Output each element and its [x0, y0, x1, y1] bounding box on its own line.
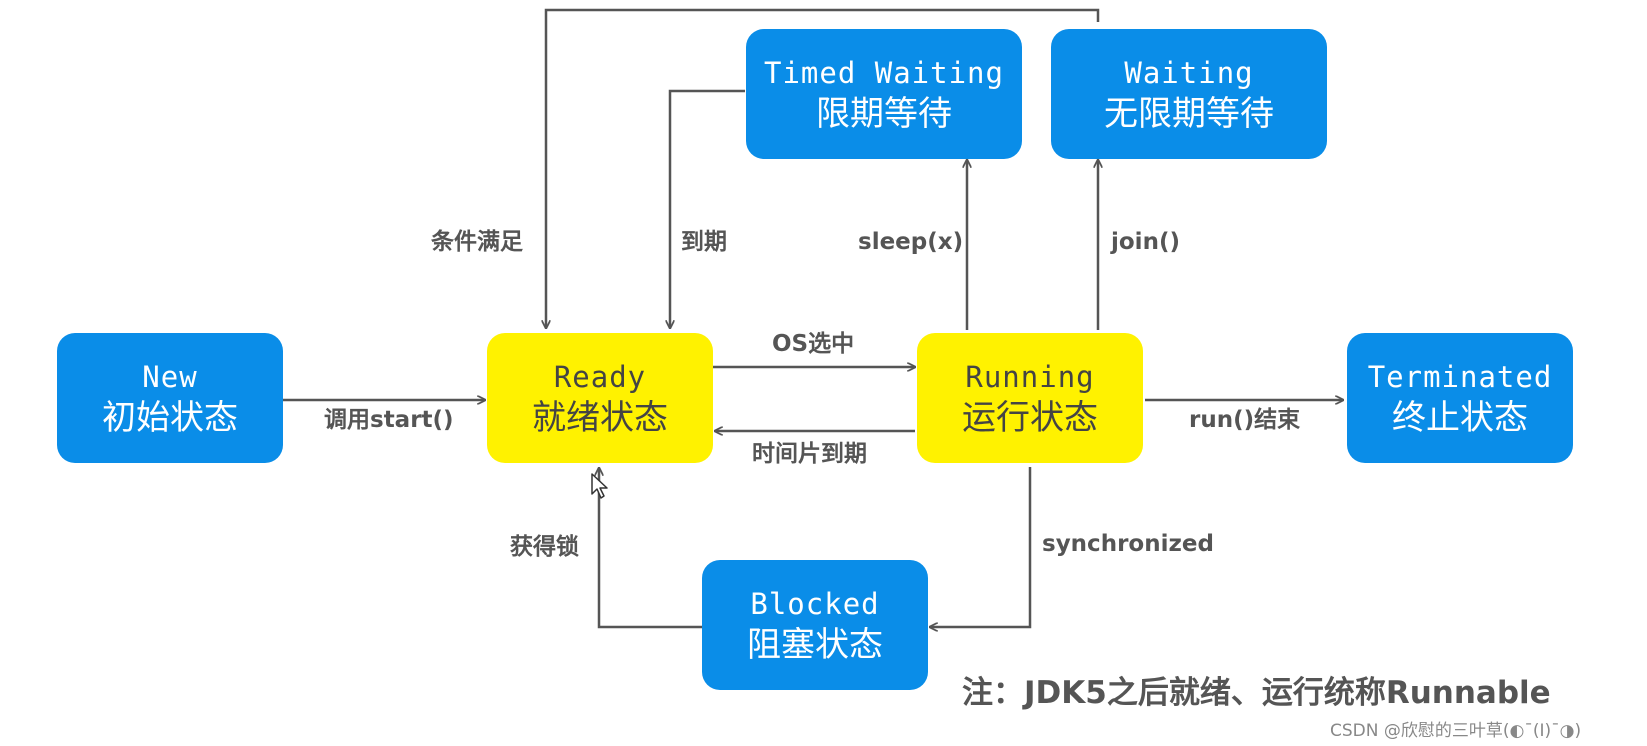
state-waiting-zh: 无限期等待 — [1104, 94, 1274, 134]
state-timed-waiting: Timed Waiting 限期等待 — [746, 29, 1022, 159]
state-timed-waiting-en: Timed Waiting — [764, 56, 1004, 90]
state-ready: Ready 就绪状态 — [487, 333, 713, 463]
csdn-watermark: CSDN @欣慰的三叶草(◐¯(I)¯◑) — [1330, 721, 1582, 741]
state-waiting: Waiting 无限期等待 — [1051, 29, 1327, 159]
arrow-blocked-to-ready — [599, 468, 702, 629]
state-new-en: New — [142, 360, 198, 394]
state-new: New 初始状态 — [57, 333, 283, 463]
label-sleep: sleep(x) — [858, 229, 964, 255]
state-blocked-zh: 阻塞状态 — [747, 625, 883, 665]
state-blocked-en: Blocked — [750, 587, 880, 621]
runnable-note: 注：JDK5之后就绪、运行统称Runnable — [962, 675, 1551, 711]
label-run-end: run()结束 — [1189, 407, 1301, 433]
state-terminated-zh: 终止状态 — [1392, 398, 1528, 438]
state-terminated-en: Terminated — [1367, 360, 1553, 394]
arrow-timed-waiting-to-ready — [670, 89, 745, 328]
state-running: Running 运行状态 — [917, 333, 1143, 463]
mouse-cursor-icon — [591, 473, 608, 499]
label-join: join() — [1111, 229, 1180, 255]
label-expire: 到期 — [681, 229, 727, 255]
state-waiting-en: Waiting — [1124, 56, 1254, 90]
state-timed-waiting-zh: 限期等待 — [816, 94, 952, 134]
state-ready-en: Ready — [553, 360, 647, 394]
label-acquire-lock: 获得锁 — [510, 534, 579, 560]
label-synchronized: synchronized — [1042, 531, 1214, 557]
state-terminated: Terminated 终止状态 — [1347, 333, 1573, 463]
state-ready-zh: 就绪状态 — [532, 398, 668, 438]
state-running-zh: 运行状态 — [962, 398, 1098, 438]
state-running-en: Running — [965, 360, 1095, 394]
state-blocked: Blocked 阻塞状态 — [702, 560, 928, 690]
label-condition: 条件满足 — [431, 229, 523, 255]
arrow-running-to-blocked — [930, 467, 1032, 627]
label-time-slice: 时间片到期 — [752, 441, 867, 467]
label-start: 调用start() — [324, 407, 454, 433]
state-new-zh: 初始状态 — [102, 398, 238, 438]
label-os-select: OS选中 — [772, 331, 855, 357]
arrow-waiting-to-ready — [546, 8, 1100, 328]
